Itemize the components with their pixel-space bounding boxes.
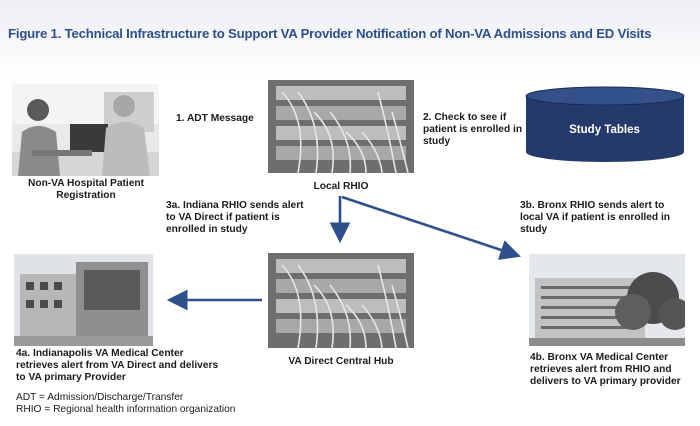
step-3b-label: 3b. Bronx RHIO sends alert to local VA i… (520, 200, 671, 235)
va-direct-hub-label: VA Direct Central Hub (288, 356, 394, 367)
legend-adt: ADT = Admission/Discharge/Transfer (16, 392, 184, 403)
bronx-va-label: 4b. Bronx VA Medical Center retrieves al… (530, 352, 681, 387)
study-tables-database-icon (522, 86, 688, 166)
bronx-va-building-photo (529, 254, 685, 346)
local-rhio-server-photo (268, 80, 414, 173)
step-3a-label: 3a. Indiana RHIO sends alert to VA Direc… (166, 200, 304, 235)
local-rhio-label: Local RHIO (313, 181, 369, 192)
non-va-hospital-label: Non-VA Hospital Patient Registration (27, 178, 145, 201)
indianapolis-va-building-photo (14, 254, 153, 346)
hospital-registration-photo (12, 84, 159, 176)
step-1-label: 1. ADT Message (176, 113, 254, 124)
va-direct-hub-server-photo (268, 253, 414, 348)
step-2-label: 2. Check to see if patient is enrolled i… (423, 112, 523, 147)
indianapolis-va-label: 4a. Indianapolis VA Medical Center retri… (16, 348, 219, 383)
legend-rhio: RHIO = Regional health information organ… (16, 404, 236, 415)
study-tables-label: Study Tables (569, 124, 640, 136)
arrow-rhio-to-bronx (341, 195, 521, 260)
figure-title: Figure 1. Technical Infrastructure to Su… (8, 26, 652, 41)
